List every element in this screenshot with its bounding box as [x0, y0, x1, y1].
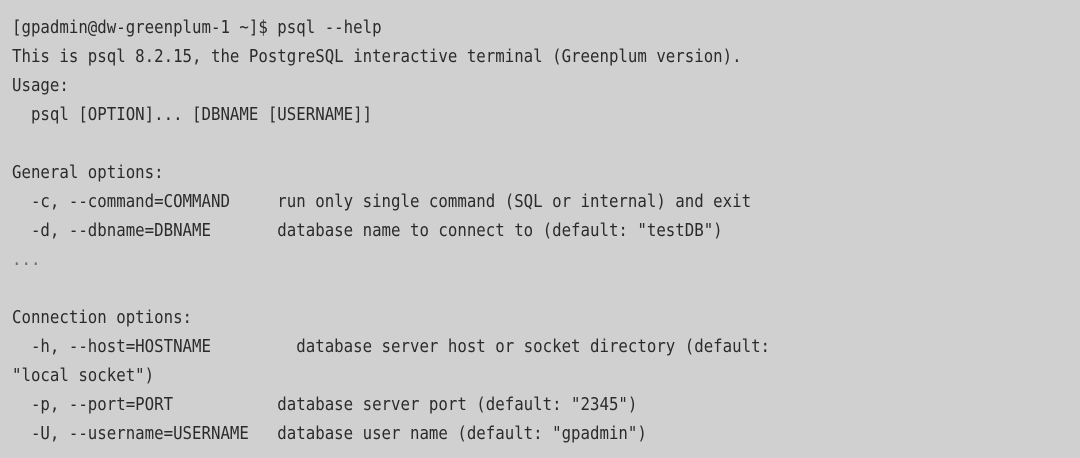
terminal-line-blank — [12, 130, 979, 159]
terminal-line-option-dbname: -d, --dbname=DBNAME database name to con… — [12, 221, 723, 241]
terminal-line-option-port: -p, --port=PORT database server port (de… — [12, 395, 638, 415]
terminal-line-usage-synopsis: psql [OPTION]... [DBNAME [USERNAME]] — [12, 105, 373, 125]
terminal-line-usage-heading: Usage: — [12, 76, 69, 96]
terminal-line-connection-heading: Connection options: — [12, 308, 193, 328]
terminal-line-prompt: [gpadmin@dw-greenplum-1 ~]$ psql --help — [12, 18, 382, 38]
terminal-line-blank — [12, 275, 979, 304]
terminal-line-option-host-wrap: "local socket") — [12, 366, 155, 386]
terminal-line-version: This is psql 8.2.15, the PostgreSQL inte… — [12, 47, 742, 67]
terminal-line-ellipsis: ... — [12, 250, 41, 270]
terminal-line-option-host: -h, --host=HOSTNAME database server host… — [12, 337, 771, 357]
terminal-line-option-username: -U, --username=USERNAME database user na… — [12, 424, 647, 444]
terminal-line-option-command: -c, --command=COMMAND run only single co… — [12, 192, 752, 212]
terminal-line-general-heading: General options: — [12, 163, 164, 183]
